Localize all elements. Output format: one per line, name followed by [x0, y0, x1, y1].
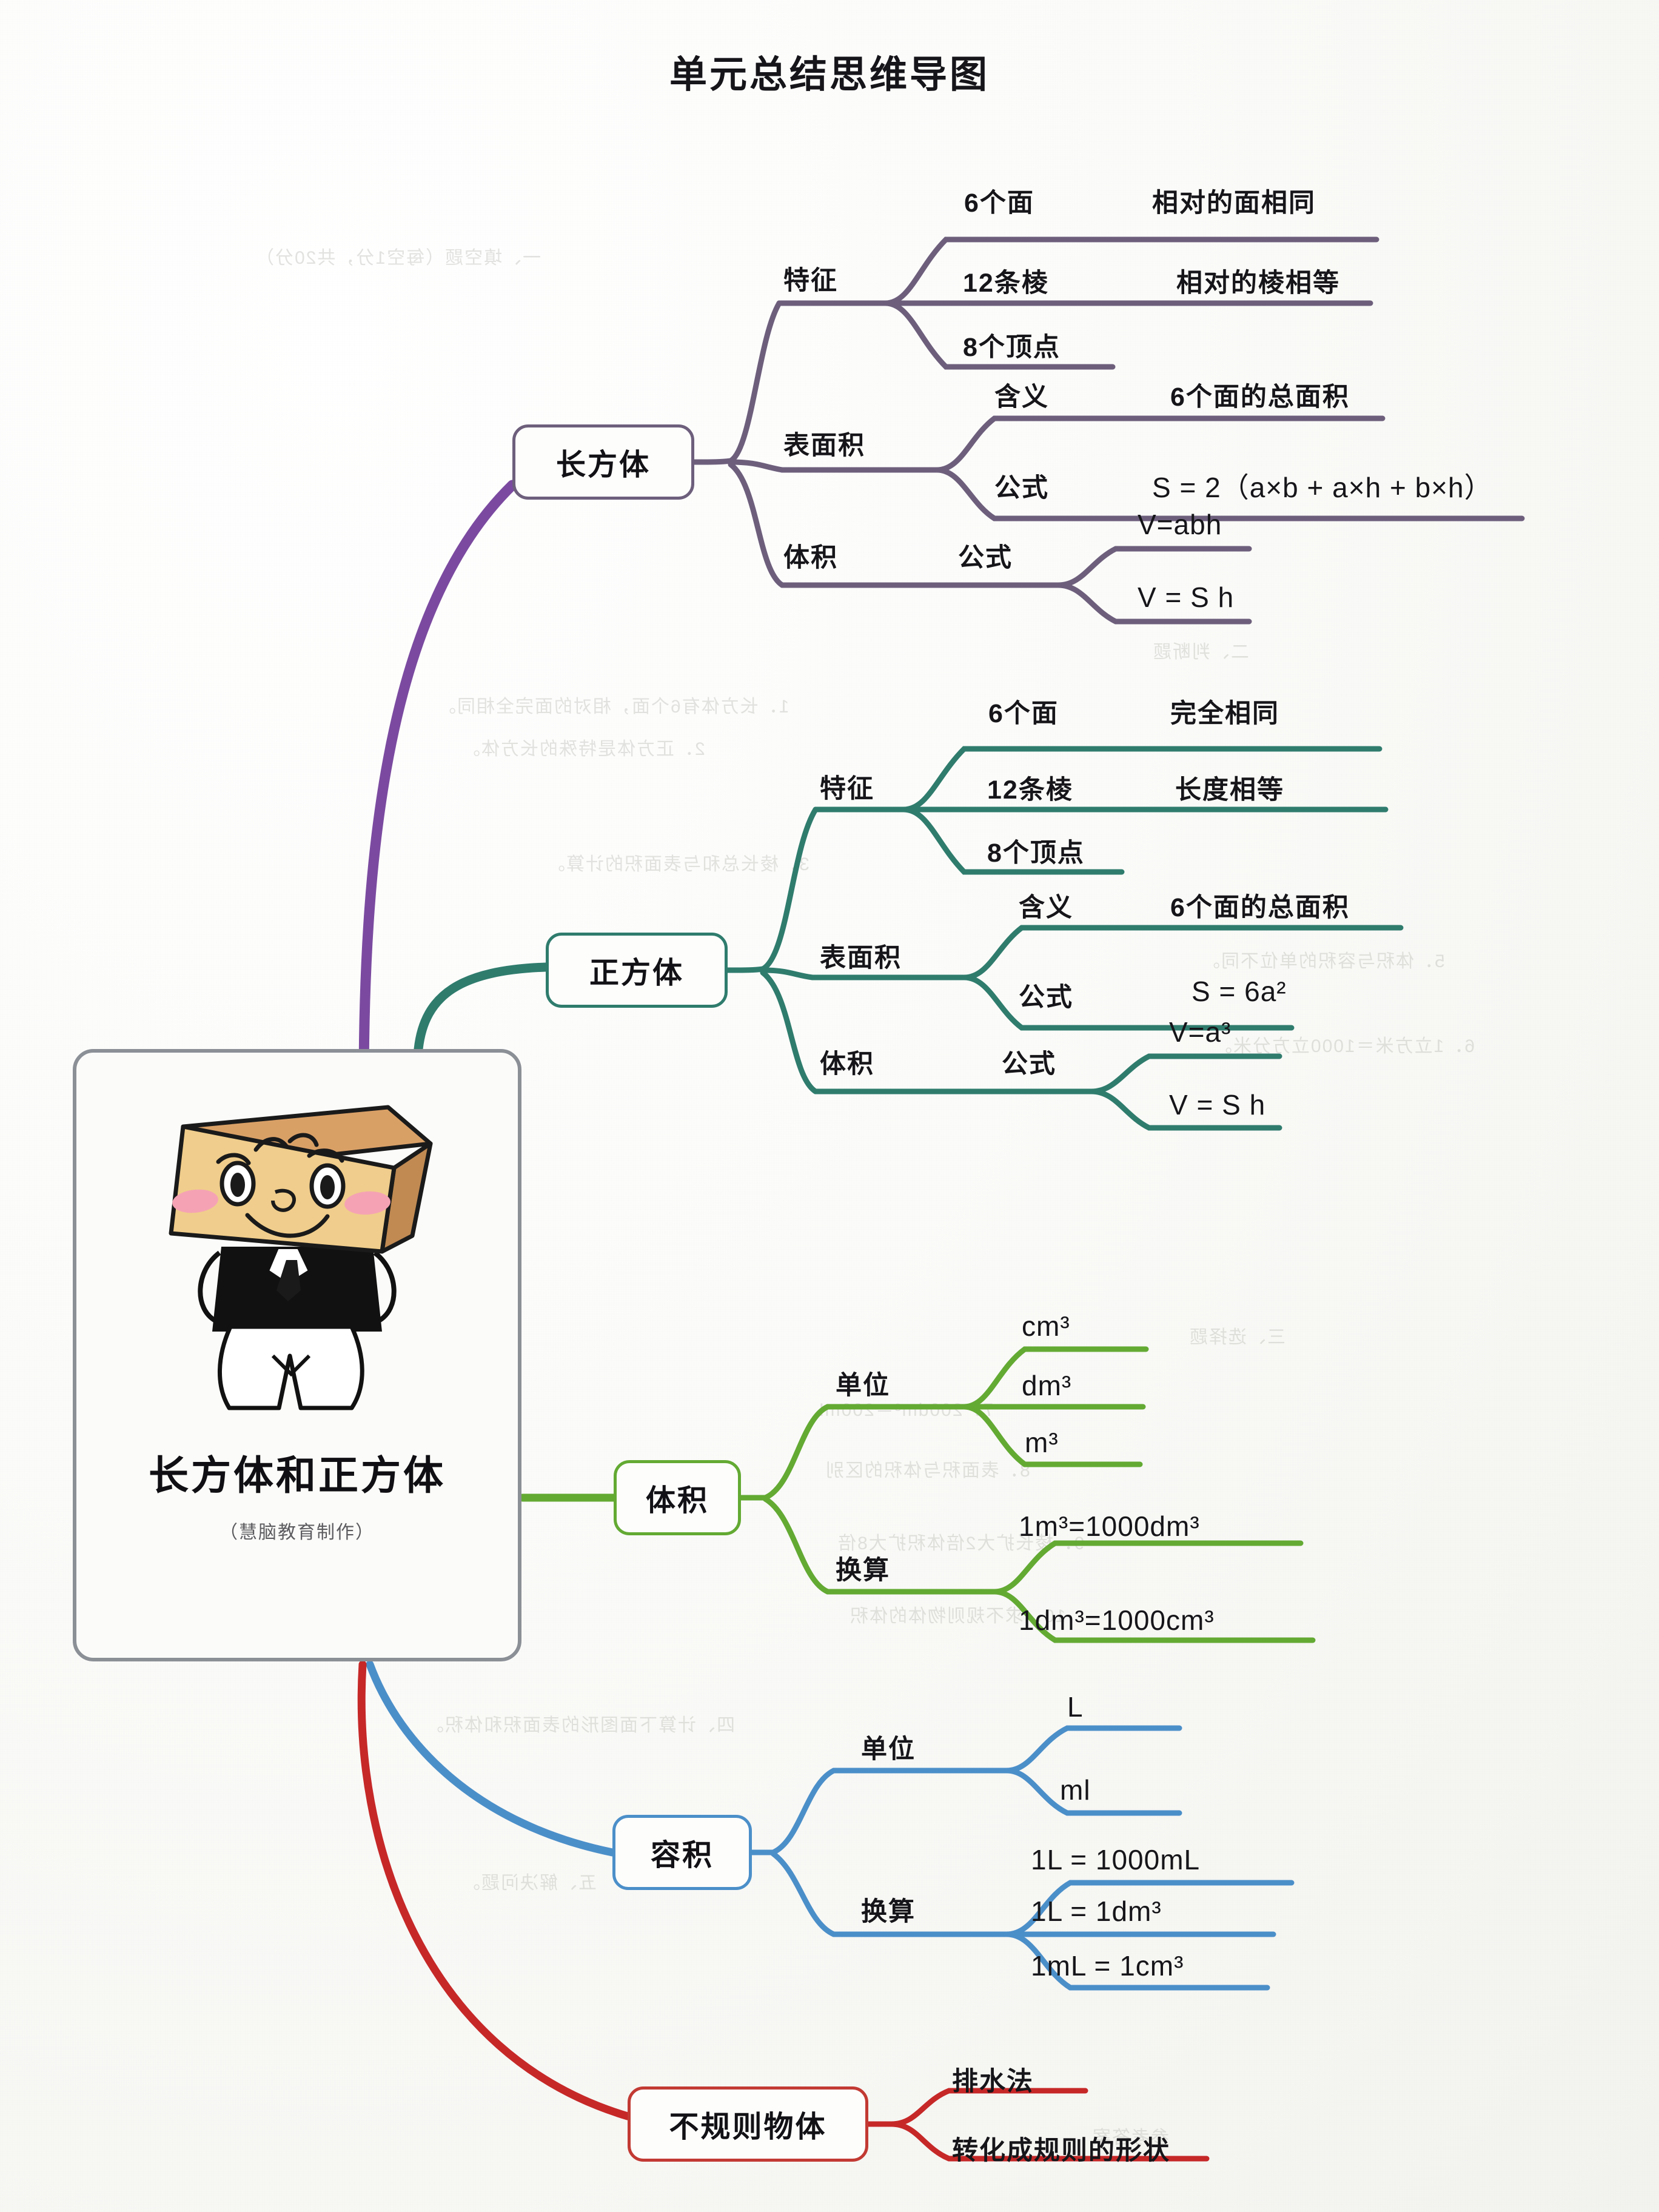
cuboid-vol-2 [1055, 582, 1252, 625]
cuboid-to-vol [728, 461, 785, 588]
node-volume[interactable]: 体积 [614, 1460, 741, 1535]
cuboid-feature-vertices: 8个顶点 [963, 333, 1061, 362]
node-cuboid[interactable]: 长方体 [512, 424, 694, 500]
cuboid-feature-faces-detail: 相对的面相同 [1152, 189, 1316, 218]
irregular-2 [888, 2121, 1210, 2162]
cube-feat-3 [900, 806, 1125, 875]
volume-conversion-2: 1dm³=1000cm³ [1019, 1604, 1215, 1636]
capacity-conversion-2: 1L = 1dm³ [1031, 1895, 1162, 1927]
node-volume-label: 体积 [645, 1484, 709, 1517]
cuboid-group-features: 特征 [783, 266, 838, 295]
cube-vol-2 [1088, 1088, 1282, 1131]
cube-feature-edges-detail: 长度相等 [1175, 776, 1284, 805]
cube-surface-meaning: 含义 [1019, 893, 1073, 922]
cube-surf-2 [961, 974, 1295, 1031]
cuboid-feature-edges: 12条棱 [963, 269, 1049, 298]
cube-feat-1 [900, 746, 1382, 813]
cube-feature-faces-detail: 完全相同 [1170, 699, 1279, 728]
node-capacity-label: 容积 [650, 1838, 714, 1872]
cuboid-volume-formula-2: V = S h [1138, 581, 1235, 613]
volume-unit-m3: m³ [1025, 1427, 1059, 1458]
cuboid-to-feat [728, 300, 782, 464]
cuboid-surface-formula-value: S = 2（a×b + a×h + b×h） [1152, 472, 1493, 503]
cuboid-group-surface: 表面积 [783, 431, 865, 460]
irregular-method-1: 排水法 [952, 2067, 1034, 2096]
center-node-title: 长方体和正方体 [149, 1453, 446, 1498]
node-irregular[interactable]: 不规则物体 [628, 2086, 868, 2162]
volume-conversion-1: 1m³=1000dm³ [1019, 1510, 1200, 1542]
capacity-group-conversion: 换算 [861, 1897, 916, 1926]
cuboid-group-volume: 体积 [783, 543, 838, 572]
cube-surface-formula: 公式 [1019, 983, 1073, 1012]
volume-group-conversion: 换算 [836, 1556, 890, 1585]
trunk-cube [414, 962, 551, 1054]
volume-to-unit [762, 1404, 831, 1501]
cuboid-volume-formula: 公式 [958, 543, 1013, 572]
volume-to-conv [762, 1496, 831, 1595]
cube-feature-faces: 6个面 [988, 699, 1059, 728]
capacity-conversion-3: 1mL = 1cm³ [1031, 1950, 1184, 1982]
capacity-unit-ml: ml [1060, 1774, 1091, 1806]
cuboid-surface-meaning: 含义 [994, 383, 1049, 412]
cuboid-surface-meaning-detail: 6个面的总面积 [1170, 383, 1350, 412]
cube-volume-formula-1: V=a³ [1169, 1016, 1232, 1048]
cuboid-spine [691, 458, 734, 465]
page-title: 单元总结思维导图 [669, 54, 990, 96]
trunk-capacity [366, 1660, 617, 1857]
cuboid-feature-edges-detail: 相对的棱相等 [1176, 269, 1340, 298]
cube-volume-formula: 公式 [1002, 1050, 1056, 1079]
cube-to-vol [760, 970, 819, 1094]
cube-feature-vertices: 8个顶点 [987, 839, 1085, 868]
cube-feature-edges: 12条棱 [987, 776, 1073, 805]
volume-unit-3 [961, 1404, 1143, 1467]
capacity-to-conv [770, 1851, 837, 1937]
cube-to-feat [760, 806, 819, 972]
irregular-method-2: 转化成规则的形状 [952, 2136, 1170, 2165]
cube-surface-meaning-detail: 6个面的总面积 [1170, 893, 1350, 922]
capacity-unit-1 [1004, 1725, 1182, 1774]
capacity-conversion-1: 1L = 1000mL [1031, 1844, 1201, 1875]
node-irregular-label: 不规则物体 [669, 2110, 827, 2143]
cuboid-vol-1 [1055, 546, 1252, 588]
volume-group-unit: 单位 [836, 1371, 890, 1400]
capacity-unit-2 [1004, 1768, 1182, 1816]
center-node[interactable]: 长方体和正方体 （慧脑教育制作） [73, 1049, 521, 1661]
capacity-group-unit: 单位 [861, 1735, 916, 1764]
cuboid-surf-1 [934, 415, 1386, 473]
cuboid-feat-3 [882, 300, 1116, 370]
cuboid-to-surf [728, 459, 785, 473]
cube-group-surface: 表面积 [820, 943, 902, 973]
volume-conv-2 [991, 1589, 1316, 1643]
cube-surface-formula-value: S = 6a² [1191, 976, 1287, 1007]
cube-surf-1 [961, 925, 1404, 980]
cube-to-surf [760, 967, 816, 980]
node-cube-label: 正方体 [589, 956, 684, 990]
cuboid-surf-2 [934, 467, 1525, 521]
cube-spine [725, 966, 766, 973]
cube-vol-1 [1088, 1053, 1282, 1094]
volume-unit-dm3: dm³ [1022, 1370, 1072, 1401]
node-capacity[interactable]: 容积 [612, 1815, 752, 1890]
volume-conv-1 [991, 1540, 1304, 1595]
cube-group-volume: 体积 [820, 1050, 874, 1079]
trunk-cuboid [358, 480, 518, 1091]
box-character-mascot [169, 1105, 433, 1410]
trunk-irregular [357, 1660, 632, 2120]
capacity-conv-3 [1004, 1931, 1270, 1991]
cuboid-feature-faces: 6个面 [964, 189, 1034, 218]
cube-group-features: 特征 [820, 774, 874, 803]
node-cuboid-label: 长方体 [555, 448, 651, 481]
capacity-to-unit [770, 1768, 837, 1855]
center-node-subtitle: （慧脑教育制作） [220, 1523, 375, 1543]
capacity-unit-l: L [1067, 1691, 1084, 1723]
cuboid-volume-formula-1: V=abh [1138, 509, 1222, 540]
volume-unit-cm3: cm³ [1022, 1310, 1070, 1342]
cube-volume-formula-2: V = S h [1169, 1089, 1266, 1121]
cuboid-surface-formula: 公式 [994, 474, 1049, 503]
node-cube[interactable]: 正方体 [546, 933, 728, 1008]
